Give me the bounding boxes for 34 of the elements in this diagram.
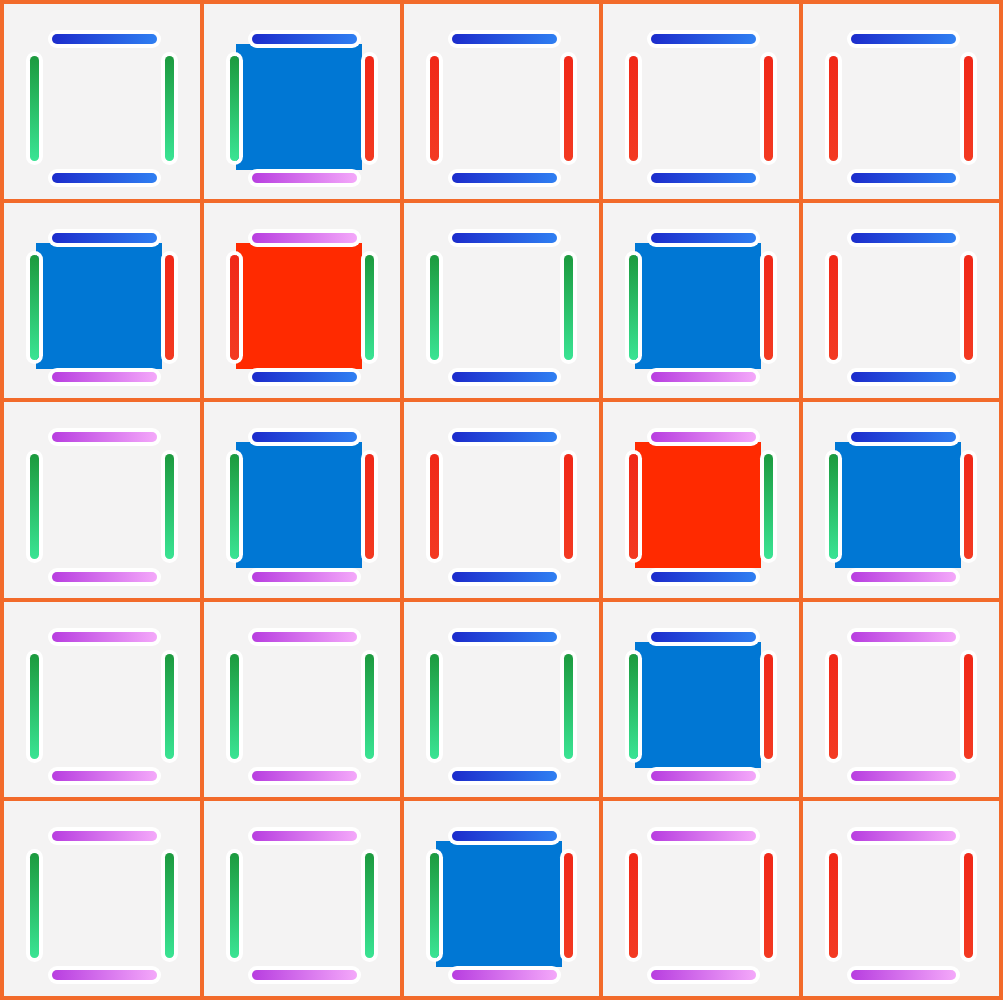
filled-square — [235, 44, 362, 170]
grid-cell — [203, 203, 400, 399]
grid-cell — [803, 4, 999, 200]
grid-cell — [803, 203, 999, 399]
filled-square — [635, 243, 762, 370]
filled-square — [635, 442, 762, 569]
grid-cell — [403, 800, 600, 996]
grid-cell — [203, 4, 400, 200]
grid-cell — [803, 601, 999, 797]
grid-cell — [403, 601, 600, 797]
grid-cell — [4, 800, 200, 996]
grid-cell — [403, 4, 600, 200]
grid-cell — [4, 601, 200, 797]
filled-square — [36, 243, 162, 370]
grid-cell — [203, 601, 400, 797]
grid-cell — [603, 203, 800, 399]
filled-square — [235, 442, 362, 569]
grid-cell — [203, 800, 400, 996]
grid-cell — [603, 4, 800, 200]
filled-square — [635, 641, 762, 768]
grid-cell — [4, 4, 200, 200]
grid-cell — [603, 800, 800, 996]
grid-cell — [803, 800, 999, 996]
grid-cell — [803, 402, 999, 598]
grid-cell — [603, 402, 800, 598]
grid-cell — [403, 402, 600, 598]
grid-cell — [4, 402, 200, 598]
grid-cell — [403, 203, 600, 399]
filled-square — [435, 840, 562, 967]
grid-cell — [4, 203, 200, 399]
grid-cell — [203, 402, 400, 598]
grid-cell — [603, 601, 800, 797]
filled-square — [835, 442, 962, 569]
filled-square — [235, 243, 362, 370]
